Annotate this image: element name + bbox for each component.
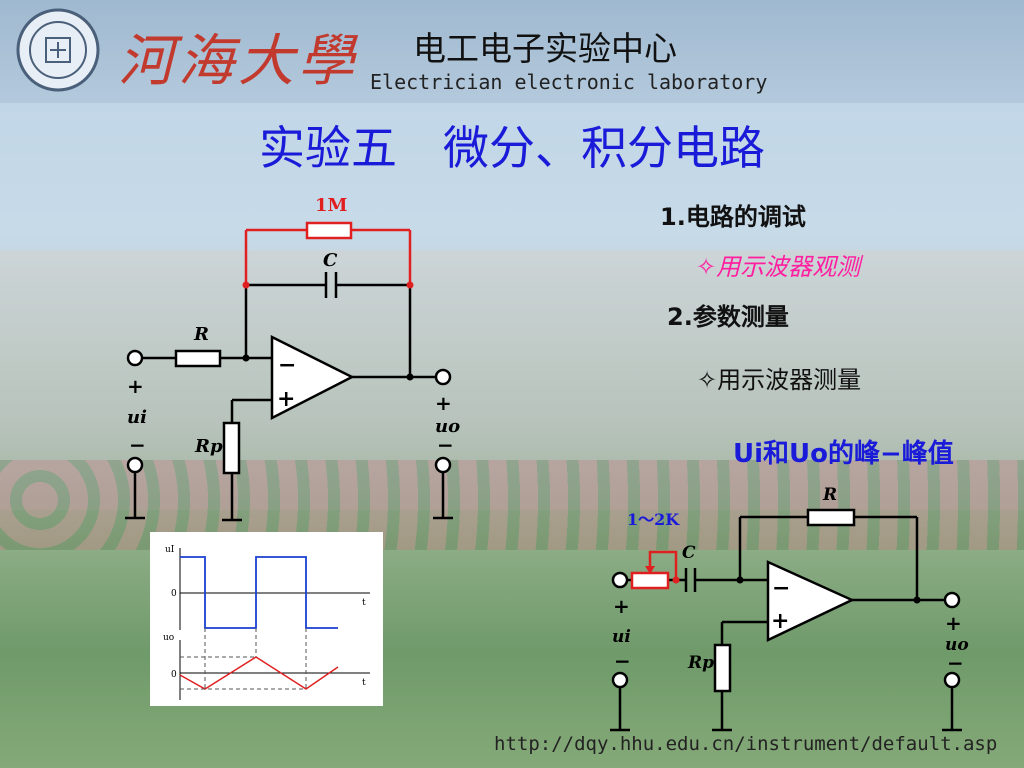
section-2-heading: 2.参数测量	[667, 303, 789, 331]
c1-feedback-resistor-label: 1M	[315, 195, 348, 216]
c1-opamp-minus: −	[278, 352, 296, 378]
waveform-panel	[150, 532, 383, 706]
c1-input-minus: −	[129, 433, 146, 457]
section-2-item: ✧用示波器测量	[697, 366, 862, 394]
c2-output-label: uo	[945, 635, 969, 655]
c1-opamp-plus: +	[277, 386, 295, 412]
university-seal-icon	[16, 8, 100, 92]
c2-opamp-minus: −	[772, 575, 790, 601]
c1-bias-resistor-label: Rp	[194, 436, 223, 457]
c2-opamp-plus: +	[771, 608, 789, 634]
c2-bias-resistor-label: Rp	[687, 653, 714, 673]
slide-title: 实验五 微分、积分电路	[259, 121, 765, 175]
c1-capacitor-label: C	[323, 250, 338, 271]
c2-pot-label: 1～2K	[627, 510, 680, 529]
waveform-top-zero: 0	[171, 589, 177, 599]
c1-input-plus: +	[127, 374, 144, 398]
section-1-heading: 1.电路的调试	[660, 203, 806, 231]
background-building	[0, 250, 1024, 510]
c2-output-plus: +	[945, 611, 962, 635]
waveform-bottom-zero: 0	[171, 670, 177, 680]
footer-url[interactable]: http://dqy.hhu.edu.cn/instrument/default…	[494, 733, 998, 755]
lab-name-cn: 电工电子实验中心	[413, 29, 677, 68]
c2-feedback-resistor-label: R	[822, 485, 837, 505]
c1-output-label: uo	[435, 416, 460, 437]
section-1-item: ✧用示波器观测	[696, 253, 861, 281]
c1-output-minus: −	[437, 433, 454, 457]
waveform-top-t: t	[362, 598, 366, 608]
c2-input-minus: −	[614, 649, 631, 673]
c2-capacitor-label: C	[682, 543, 696, 563]
c2-input-plus: +	[613, 594, 630, 618]
c2-input-label: ui	[612, 627, 631, 647]
lab-name-en: Electrician electronic laboratory	[370, 70, 768, 94]
c1-output-plus: +	[435, 391, 452, 415]
c1-input-resistor-label: R	[193, 324, 209, 345]
peak-measure-label: Ui和Uo的峰−峰值	[733, 439, 954, 469]
waveform-bottom-label: uo	[163, 633, 174, 643]
waveform-top-label: uI	[165, 545, 175, 555]
c2-output-minus: −	[947, 651, 964, 675]
university-name: 河海大學	[118, 29, 358, 94]
c1-input-label: ui	[127, 407, 147, 428]
waveform-bottom-t: t	[362, 678, 366, 688]
header-banner: 河海大學 电工电子实验中心 Electrician electronic lab…	[0, 0, 1024, 103]
